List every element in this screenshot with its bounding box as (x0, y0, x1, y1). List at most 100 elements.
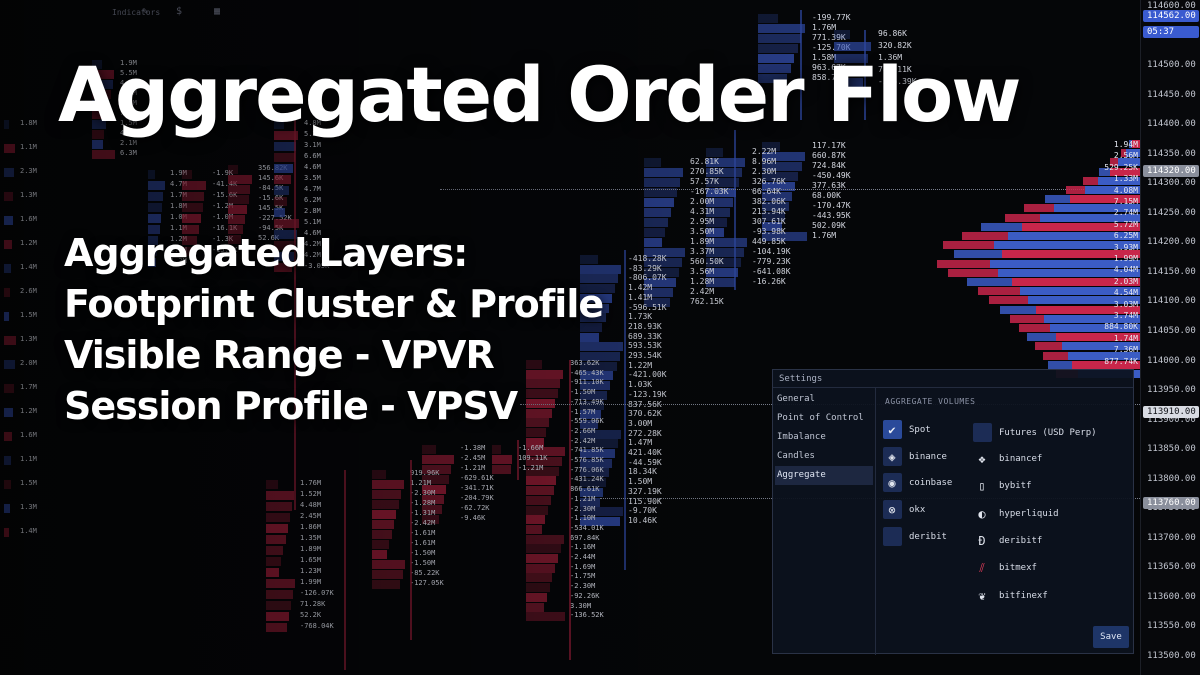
footprint-value: 449.85K (752, 237, 786, 246)
candle-wick (294, 120, 296, 510)
footprint-cell (92, 90, 111, 99)
hyperliquid-icon: ◐ (978, 507, 986, 521)
footprint-cell (526, 602, 544, 612)
pencil-icon[interactable]: ✎ (142, 6, 149, 17)
footprint-cell (706, 148, 723, 157)
footprint-cell (182, 214, 201, 223)
footprint-cell (762, 222, 782, 231)
footprint-value: 71.28K (300, 600, 326, 608)
save-button[interactable]: Save (1093, 626, 1129, 648)
layout-icon[interactable]: ▦ (214, 6, 221, 17)
footprint-cell (148, 236, 158, 245)
footprint-cell (762, 142, 780, 151)
vpvr-bar (1070, 195, 1140, 204)
footprint-cell (266, 524, 288, 533)
nav-item-general[interactable]: General (777, 394, 815, 404)
footprint-value: -9.46K (460, 514, 486, 522)
spot-check[interactable] (883, 420, 902, 439)
footprint-cell (526, 369, 563, 379)
footprint-value: -1.57M (570, 407, 596, 416)
footprint-value: 3.5M (304, 174, 321, 182)
price-tick: 113900.00 (1147, 415, 1196, 425)
footprint-value: -741.85K (570, 446, 604, 455)
okx-icon: ⊗ (888, 503, 896, 517)
footprint-value: -136.52K (570, 611, 604, 620)
footprint-cell (266, 491, 294, 500)
footprint-value: 1.86M (300, 523, 322, 531)
footprint-value: -126.07K (300, 589, 334, 597)
footprint-cell (4, 288, 10, 297)
footprint-value: -629.61K (460, 474, 494, 482)
vpvr-value: 1.99M (1113, 254, 1138, 263)
footprint-cell (706, 258, 741, 267)
okx-check[interactable] (883, 500, 902, 519)
footprint-value: 4.8M (304, 119, 321, 127)
price-tick: 114600.00 (1147, 1, 1196, 11)
price-tick: 113850.00 (1147, 444, 1196, 454)
footprint-value: 1.50M (628, 477, 653, 487)
footprint-value: -806.07K (628, 273, 667, 283)
feature-line-heading: Aggregated Layers: (64, 231, 468, 275)
vpvr-value: 529.25K (1104, 162, 1138, 172)
footprint-cell (580, 516, 620, 526)
footprint-cell (4, 408, 13, 417)
binance-check[interactable] (883, 447, 902, 466)
footprint-cell (526, 389, 558, 399)
footprint-cell (526, 583, 550, 593)
dollar-icon[interactable]: $ (176, 6, 183, 17)
footprint-value: -167.03K (690, 187, 729, 196)
vpvr-value: 884.80K (1104, 322, 1138, 332)
footprint-cell (580, 322, 602, 332)
footprint-cell (228, 185, 250, 194)
footprint-cell (148, 170, 155, 179)
footprint-value: 1.8M (170, 202, 187, 210)
footprint-cell (526, 515, 545, 525)
footprint-cell (580, 293, 612, 303)
footprint-value: 66.64K (752, 187, 781, 196)
feature-list: Aggregated Layers: Footprint Cluster & P… (64, 228, 604, 432)
footprint-value: 1.89M (690, 237, 715, 246)
toolbar-indicators[interactable]: Indicators (112, 8, 161, 17)
vpvr-bar (954, 250, 1002, 259)
nav-item-candles[interactable]: Candles (777, 451, 815, 461)
footprint-value: -1.50M (570, 388, 596, 397)
footprint-value: 1.73K (628, 312, 653, 322)
footprint-cell (422, 465, 451, 474)
footprint-value: 724.84K (812, 161, 846, 170)
nav-item-aggregate[interactable]: Aggregate (775, 466, 873, 485)
footprint-value: -2.30M (410, 489, 436, 497)
footprint-value: -341.71K (460, 484, 494, 492)
footprint-value: 6.2M (304, 196, 321, 204)
footprint-cell (422, 455, 454, 464)
footprint-value: -84.5K (258, 184, 284, 192)
footprint-cell (372, 540, 389, 549)
vpvr-bar (948, 268, 998, 277)
deribit-check[interactable] (883, 527, 902, 546)
footprint-value: 785.11K (878, 65, 912, 74)
footprint-cell (580, 439, 618, 449)
vpvr-bar (1012, 278, 1140, 286)
footprint-cell (580, 303, 609, 313)
footprint-value: -559.06K (570, 417, 604, 426)
nav-item-imbalance[interactable]: Imbalance (777, 432, 826, 442)
footprint-cell (580, 410, 601, 420)
footprint-cell (148, 192, 163, 201)
exchange-label: coinbase (909, 478, 953, 488)
nav-item-point-of-control[interactable]: Point of Control (777, 413, 864, 423)
footprint-value: -93.98K (752, 227, 786, 236)
footprint-cell (758, 54, 794, 63)
footprint-value: -1.9K (212, 169, 234, 177)
price-axis[interactable]: 114600.00114550.00114500.00114450.001144… (1140, 0, 1200, 675)
footprint-cell (644, 268, 679, 277)
coinbase-check[interactable] (883, 473, 902, 492)
footprint-value: 2.8M (304, 207, 321, 215)
futures-check[interactable] (973, 423, 992, 442)
footprint-value: 1.89M (300, 545, 322, 553)
footprint-value: 4.8M (120, 79, 137, 87)
vpvr-bar (1050, 324, 1140, 332)
vpvr-value: 6.25M (1113, 231, 1138, 241)
price-tick: 114000.00 (1147, 356, 1196, 366)
footprint-value: -1.10M (570, 514, 596, 523)
footprint-cell (266, 557, 281, 566)
